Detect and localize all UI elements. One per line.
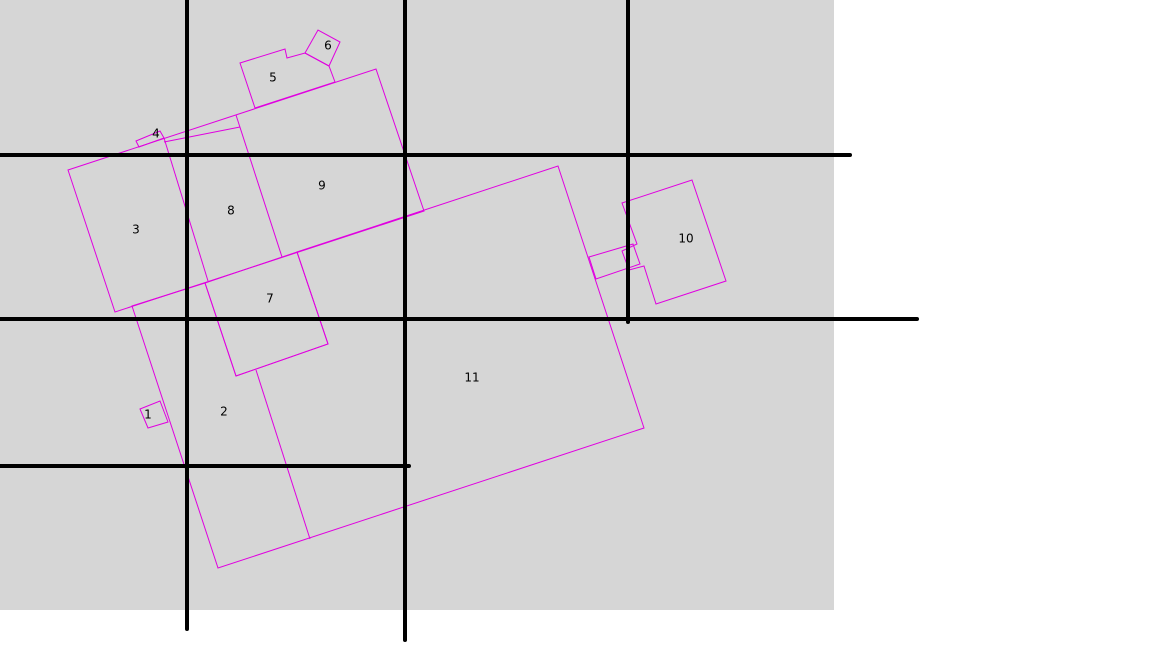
room-label-1: 1 xyxy=(144,408,152,422)
room-4-outline xyxy=(135,130,165,148)
room-label-5: 5 xyxy=(269,71,277,85)
room-label-7: 7 xyxy=(266,292,274,306)
grid-lines xyxy=(0,0,919,642)
room-label-6: 6 xyxy=(324,39,332,53)
room-label-2: 2 xyxy=(220,405,228,419)
room-label-10: 10 xyxy=(678,232,693,246)
room-8-top-wall xyxy=(163,126,241,143)
room-label-11: 11 xyxy=(464,371,479,385)
room-label-9: 9 xyxy=(318,179,326,193)
room-outlines xyxy=(67,29,727,569)
room-6-outline xyxy=(304,29,341,67)
room-labels: 1 2 3 4 5 6 7 8 9 10 11 xyxy=(132,39,693,422)
room-label-8: 8 xyxy=(227,204,235,218)
room-10-outline xyxy=(621,179,727,305)
room-3-8-9-outline xyxy=(67,68,425,313)
room-1-outline xyxy=(139,400,169,429)
room-7-outline xyxy=(204,251,329,377)
room-2-divider xyxy=(255,369,311,540)
room-10-connector xyxy=(588,243,641,280)
room-label-4: 4 xyxy=(152,127,160,141)
room-label-3: 3 xyxy=(132,223,140,237)
room-8-right-wall xyxy=(235,114,283,258)
plan-background xyxy=(0,0,834,610)
